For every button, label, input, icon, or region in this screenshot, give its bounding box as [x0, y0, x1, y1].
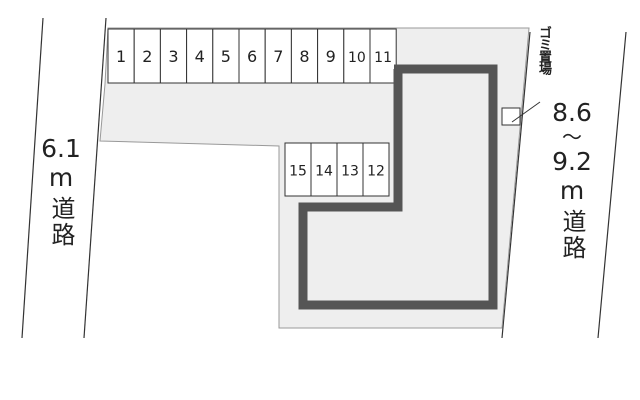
- parking-bottom-stall: [336, 142, 364, 197]
- parking-top-stall-number: 5: [221, 47, 231, 66]
- parking-top-stall: [343, 28, 371, 84]
- parking-top-stall: [317, 28, 345, 84]
- parking-row-bottom: 15 14 13 12: [284, 142, 390, 197]
- parking-bottom-stall: [310, 142, 338, 197]
- parking-top-stall-number: 2: [142, 47, 152, 66]
- parking-top-stall: [186, 28, 214, 84]
- parking-top-stall-number: 6: [247, 47, 257, 66]
- parking-bottom-stall: [284, 142, 312, 197]
- left-road-label: 6.1 m 道路: [38, 136, 84, 248]
- right-road-name: 道路: [558, 209, 586, 261]
- parking-bottom-stall-number: 15: [289, 164, 307, 180]
- parking-top-stall: [369, 28, 397, 84]
- garbage-area: [501, 107, 521, 126]
- parking-top-stall-number: 8: [299, 47, 309, 66]
- parking-top-stall-number: 7: [273, 47, 283, 66]
- parking-top-stall-number: 4: [195, 47, 205, 66]
- parking-top-stall-number: 11: [374, 50, 392, 66]
- left-road-width: 6.1: [41, 134, 81, 163]
- left-road-edge-inner: [83, 17, 107, 339]
- parking-top-stall: [159, 28, 188, 84]
- right-road-width-max: 9.2: [552, 147, 592, 176]
- parking-bottom-stall: [362, 142, 390, 197]
- building-footprint: [298, 64, 498, 310]
- parking-top-stall-number: 9: [326, 47, 336, 66]
- right-road-tilde: ～: [562, 125, 582, 149]
- parking-top-stall-number: 10: [348, 50, 366, 66]
- left-road-unit: m: [48, 163, 74, 192]
- garbage-area-leader: [511, 101, 541, 123]
- right-road-edge-outer: [597, 31, 627, 339]
- right-road-unit: m: [559, 176, 585, 205]
- parking-top-stall-number: 3: [168, 47, 178, 66]
- parking-bottom-stall-number: 14: [315, 164, 333, 180]
- right-road-label: 8.6 ～ 9.2 m 道路: [542, 100, 602, 261]
- parking-bottom-stall-number: 12: [367, 164, 385, 180]
- parking-top-stall: [290, 28, 319, 84]
- right-road-width-min: 8.6: [552, 98, 592, 127]
- parking-bottom-stall-number: 13: [341, 164, 359, 180]
- parking-top-stall: [238, 28, 266, 84]
- left-road-name: 道路: [47, 196, 75, 248]
- parking-top-stall-number: 1: [116, 47, 126, 66]
- parking-top-stall: [133, 28, 161, 84]
- garbage-area-label: ゴミ置場: [536, 26, 551, 74]
- right-road-edge-inner: [501, 31, 531, 339]
- left-road-edge-outer: [21, 17, 44, 339]
- parking-top-stall: [212, 28, 240, 84]
